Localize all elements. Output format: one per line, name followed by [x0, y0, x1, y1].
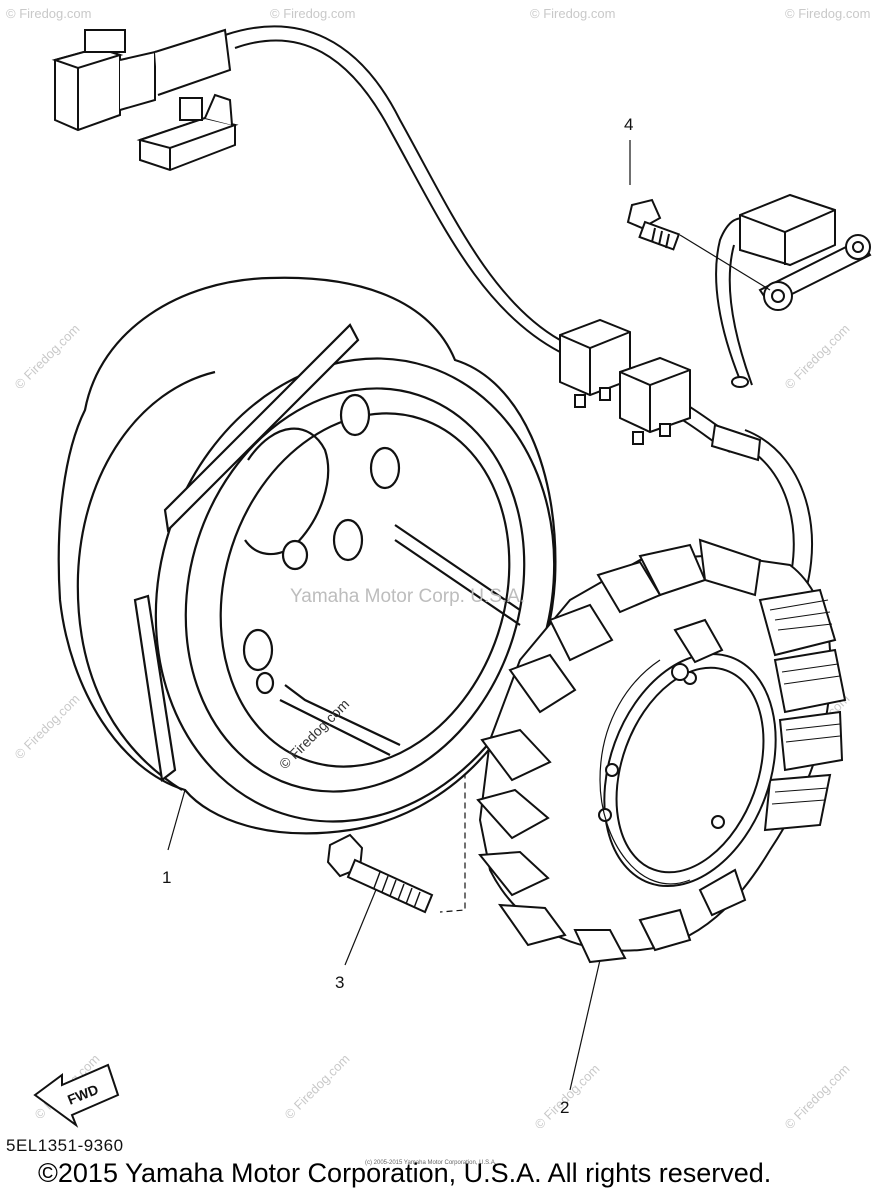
watermark-text: © Firedog.com	[530, 6, 615, 21]
callout-1: 1	[162, 868, 171, 887]
stator	[476, 538, 847, 964]
forward-direction-arrow: FWD	[33, 1063, 120, 1128]
watermark-text: © Firedog.com	[270, 6, 355, 21]
coupler-connectors	[51, 28, 239, 172]
watermark-text: © Firedog.com	[785, 6, 870, 21]
callout-4: 4	[624, 115, 633, 134]
copyright-notice: ©2015 Yamaha Motor Corporation, U.S.A. A…	[38, 1158, 772, 1188]
watermark-text: © Firedog.com	[782, 321, 853, 392]
bolt-item-3	[326, 833, 434, 914]
watermark-text: © Firedog.com	[6, 6, 91, 21]
small-copyright: (c) 2005-2015 Yamaha Motor Corporation, …	[365, 1160, 497, 1166]
watermark-text: © Firedog.com	[282, 1051, 353, 1122]
diagram-code: 5EL1351-9360	[6, 1136, 124, 1155]
screw-item-4	[626, 198, 681, 251]
watermark-text: © Firedog.com	[12, 321, 83, 392]
watermark-center: Yamaha Motor Corp. U.S.A.	[290, 586, 525, 607]
pickup-coil	[739, 193, 872, 311]
rotor-flywheel	[57, 276, 557, 835]
callout-3: 3	[335, 973, 344, 992]
harness-couplers	[559, 318, 762, 462]
watermark-text: © Firedog.com	[12, 691, 83, 762]
watermark-text: © Firedog.com	[532, 1061, 603, 1132]
callout-2: 2	[560, 1098, 569, 1117]
watermark-text: © Firedog.com	[782, 1061, 853, 1132]
